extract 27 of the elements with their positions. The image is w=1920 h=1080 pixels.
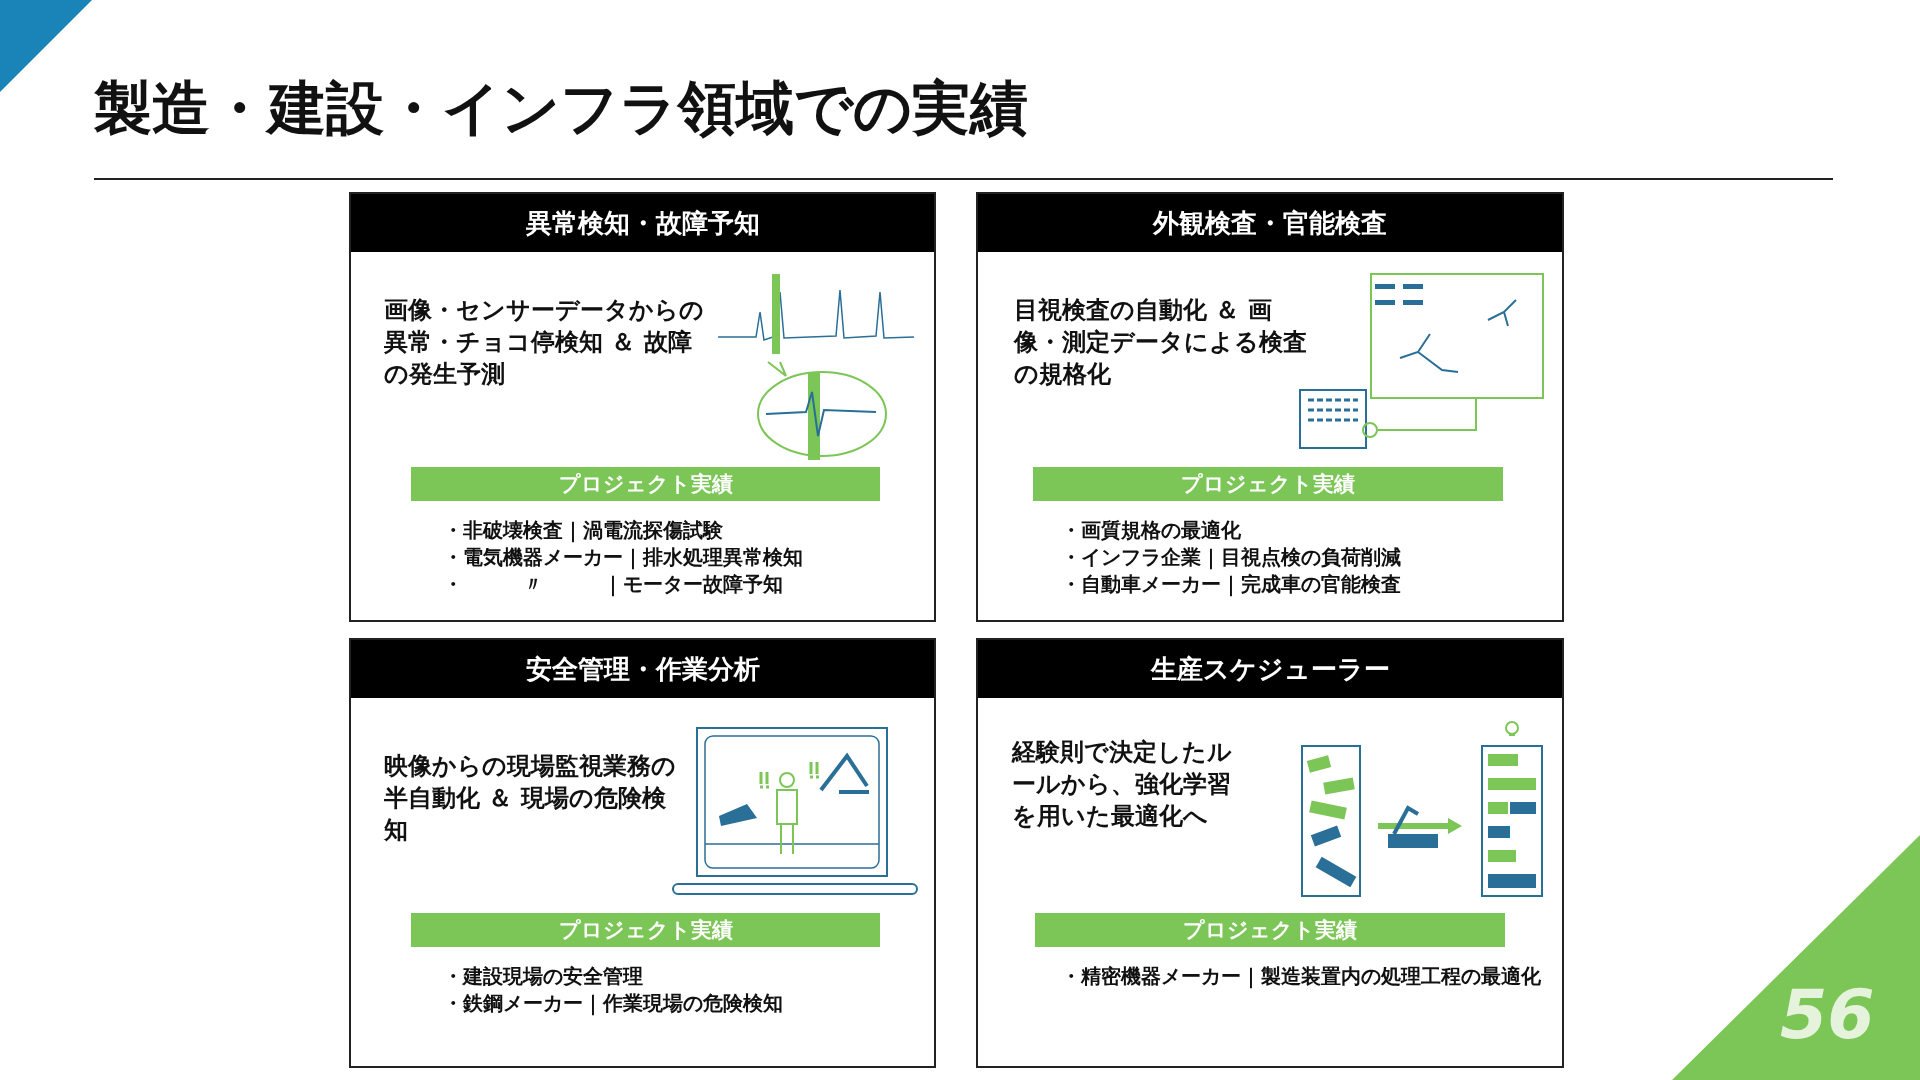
bullet-item: ・画質規格の最適化 bbox=[1061, 517, 1241, 543]
bullet-item: ・鉄鋼メーカー｜作業現場の危険検知 bbox=[443, 990, 783, 1016]
bullet-item: ・非破壊検査｜渦電流探傷試験 bbox=[443, 517, 723, 543]
project-banner: プロジェクト実績 bbox=[1033, 467, 1503, 501]
description-text: 映像からの現場監視業務の半自動化 ＆ 現場の危険検知 bbox=[384, 751, 677, 846]
panel-header: 外観検査・官能検査 bbox=[978, 194, 1562, 252]
bullet-item: ・ 〃 ｜モーター故障予知 bbox=[443, 571, 783, 597]
project-banner: プロジェクト実績 bbox=[411, 467, 880, 501]
page-title: 製造・建設・インフラ領域での実績 bbox=[94, 73, 1028, 144]
panel-card bbox=[349, 638, 936, 1068]
panel-card bbox=[976, 192, 1564, 622]
panel-header: 生産スケジューラー bbox=[978, 640, 1562, 698]
description-text: 画像・センサーデータからの異常・チョコ停検知 ＆ 故障の発生予測 bbox=[384, 295, 705, 390]
page-number: 56 bbox=[1780, 975, 1875, 1054]
project-banner: プロジェクト実績 bbox=[1035, 913, 1505, 947]
panel-header: 異常検知・故障予知 bbox=[351, 194, 934, 252]
panel-header: 安全管理・作業分析 bbox=[351, 640, 934, 698]
bullet-item: ・インフラ企業｜目視点検の負荷削減 bbox=[1061, 544, 1401, 570]
bullet-item: ・建設現場の安全管理 bbox=[443, 963, 643, 989]
bullet-item: ・電気機器メーカー｜排水処理異常検知 bbox=[443, 544, 803, 570]
description-text: 目視検査の自動化 ＆ 画像・測定データによる検査の規格化 bbox=[1014, 295, 1308, 390]
bullet-item: ・自動車メーカー｜完成車の官能検査 bbox=[1061, 571, 1401, 597]
description-text: 経験則で決定したルールから、強化学習を用いた最適化へ bbox=[1012, 737, 1233, 832]
panel-card bbox=[976, 638, 1564, 1068]
panel-card bbox=[349, 192, 936, 622]
project-banner: プロジェクト実績 bbox=[411, 913, 880, 947]
bullet-item: ・精密機器メーカー｜製造装置内の処理工程の最適化 bbox=[1061, 963, 1541, 989]
